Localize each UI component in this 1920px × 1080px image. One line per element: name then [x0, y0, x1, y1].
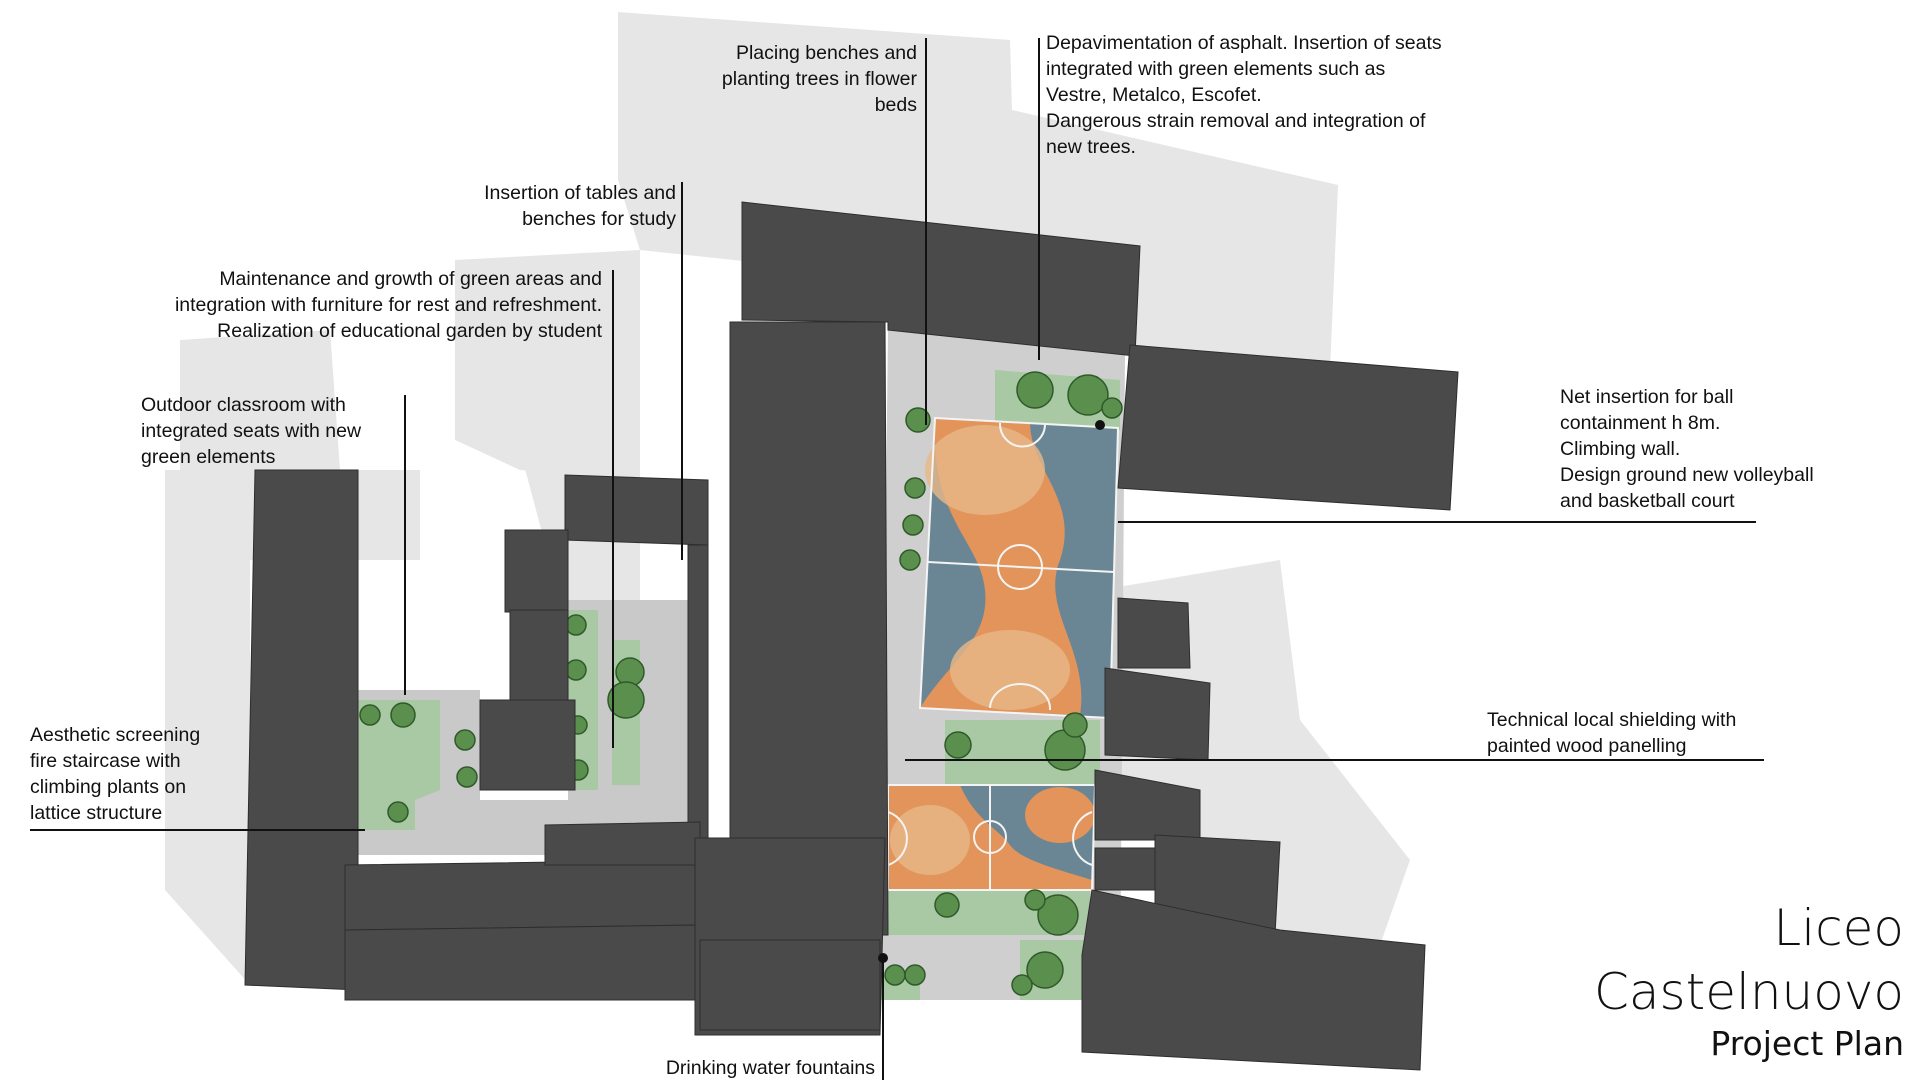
trees: [359, 371, 1123, 996]
annotation-net-insertion: Net insertion for ball containment h 8m.…: [1560, 386, 1814, 512]
sports-court-upper: [918, 416, 1120, 720]
annotation-drinking-fountains: Drinking water fountains: [665, 1057, 875, 1079]
annotation-tables-benches: Insertion of tables and benches for stud…: [484, 182, 676, 230]
sports-court-lower: [887, 784, 1097, 891]
annotation-depavimentation: Depavimentation of asphalt. Insertion of…: [1046, 32, 1442, 158]
annotation-outdoor-classroom: Outdoor classroom with integrated seats …: [141, 394, 362, 468]
title-castelnuovo: Castelnuovo: [1593, 963, 1904, 1021]
title-liceo: Liceo: [1773, 899, 1904, 957]
garden-left: [358, 700, 440, 830]
title-project-plan: Project Plan: [1710, 1024, 1904, 1063]
project-buildings: [244, 201, 1459, 1071]
annotation-benches-trees: Placing benches and planting trees in fl…: [721, 42, 917, 116]
annotation-aesthetic-screening: Aesthetic screening fire staircase with …: [30, 724, 201, 824]
annotation-technical-shielding: Technical local shielding with painted w…: [1487, 709, 1737, 757]
leader-dots: [878, 420, 1105, 963]
leader-lines: [30, 38, 1764, 1080]
annotation-green-areas: Maintenance and growth of green areas an…: [174, 268, 602, 342]
